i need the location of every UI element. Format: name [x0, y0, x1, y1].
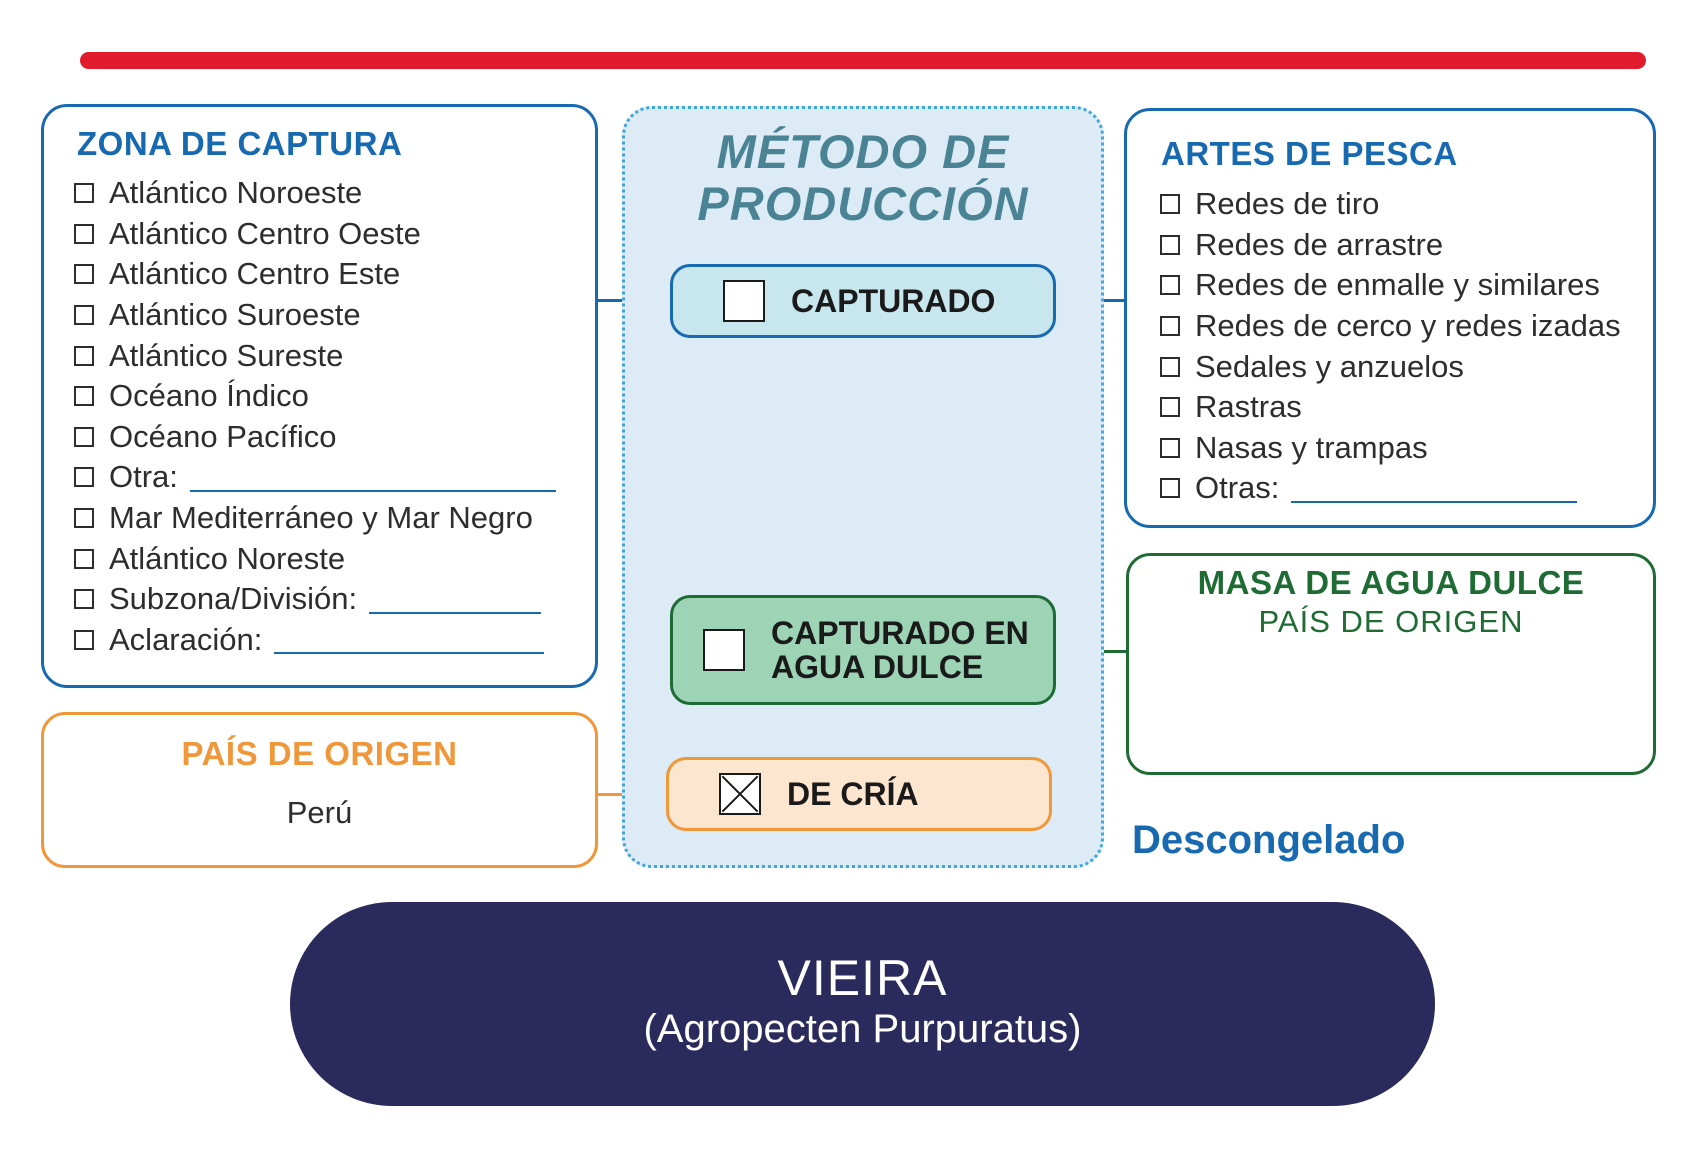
zona-item-label: Atlántico Centro Oeste: [109, 215, 421, 251]
checkbox[interactable]: [74, 386, 94, 407]
capturado-checkbox[interactable]: [723, 280, 765, 322]
species-name: VIEIRA: [777, 950, 948, 1006]
zona-item-label: Atlántico Noreste: [109, 540, 346, 576]
artes-de-pesca-box: ARTES DE PESCA Redes de tiro Redes de ar…: [1124, 108, 1656, 528]
masa-title: MASA DE AGUA DULCE: [1197, 564, 1585, 601]
zona-item-otra[interactable]: Otra:: [74, 457, 556, 498]
de-cria-checkbox-checked[interactable]: [719, 773, 761, 815]
checkbox[interactable]: [74, 183, 94, 204]
artes-item-label: Redes de tiro: [1195, 186, 1380, 222]
artes-item[interactable]: Sedales y anzuelos: [1160, 346, 1621, 387]
metodo-title-line2: PRODUCCIÓN: [697, 177, 1029, 230]
agua-dulce-checkbox[interactable]: [703, 629, 745, 671]
artes-item[interactable]: Redes de enmalle y similares: [1160, 265, 1621, 306]
metodo-title-line1: MÉTODO DE: [716, 125, 1010, 178]
checkbox[interactable]: [74, 305, 94, 326]
checkbox[interactable]: [74, 264, 94, 285]
option-de-cria[interactable]: DE CRÍA: [666, 757, 1052, 831]
subzona-input-line[interactable]: [369, 590, 542, 614]
zona-item-label: Atlántico Sureste: [109, 337, 344, 373]
artes-item-label: Otras:: [1195, 470, 1280, 506]
checkbox[interactable]: [74, 589, 94, 610]
agua-dulce-label-line1: CAPTURADO EN: [771, 615, 1029, 651]
zona-item-label: Océano Índico: [109, 378, 309, 414]
checkbox[interactable]: [1160, 234, 1180, 255]
zona-item[interactable]: Océano Índico: [74, 376, 556, 417]
artes-item-label: Redes de cerco y redes izadas: [1195, 308, 1621, 344]
de-cria-label: DE CRÍA: [787, 775, 919, 812]
zona-item-label: Atlántico Suroeste: [109, 297, 361, 333]
artes-item[interactable]: Redes de cerco y redes izadas: [1160, 306, 1621, 347]
agua-dulce-label: CAPTURADO EN AGUA DULCE: [771, 616, 1029, 684]
artes-item-otras[interactable]: Otras:: [1160, 468, 1621, 509]
zona-item-label: Otra:: [109, 459, 178, 495]
metodo-title: MÉTODO DE PRODUCCIÓN: [622, 126, 1104, 230]
zona-item-label: Aclaración:: [109, 621, 263, 657]
checkbox[interactable]: [1160, 275, 1180, 296]
checkbox[interactable]: [1160, 437, 1180, 458]
artes-item[interactable]: Nasas y trampas: [1160, 428, 1621, 469]
artes-item-label: Nasas y trampas: [1195, 429, 1428, 465]
zona-list: Atlántico Noroeste Atlántico Centro Oest…: [74, 173, 556, 660]
artes-item-label: Redes de arrastre: [1195, 226, 1444, 262]
zona-item-label: Subzona/División:: [109, 581, 358, 617]
masa-agua-dulce-box: MASA DE AGUA DULCE PAÍS DE ORIGEN: [1126, 553, 1656, 775]
checkbox[interactable]: [74, 467, 94, 488]
zona-item[interactable]: Mar Mediterráneo y Mar Negro: [74, 498, 556, 539]
pais-de-origen-box: PAÍS DE ORIGEN Perú: [41, 712, 598, 868]
zona-item[interactable]: Atlántico Suroeste: [74, 295, 556, 336]
capturado-label: CAPTURADO: [791, 282, 996, 319]
estado-label: Descongelado: [1132, 818, 1406, 862]
zona-item-label: Atlántico Centro Este: [109, 256, 401, 292]
checkbox[interactable]: [1160, 397, 1180, 418]
checkbox[interactable]: [1160, 316, 1180, 337]
checkbox[interactable]: [1160, 356, 1180, 377]
artes-item-label: Redes de enmalle y similares: [1195, 267, 1600, 303]
species-banner: VIEIRA (Agropecten Purpuratus): [290, 902, 1435, 1106]
option-capturado[interactable]: CAPTURADO: [670, 264, 1056, 338]
artes-list: Redes de tiro Redes de arrastre Redes de…: [1160, 184, 1621, 509]
zona-item[interactable]: Atlántico Centro Oeste: [74, 214, 556, 255]
checkbox[interactable]: [74, 345, 94, 366]
zona-item[interactable]: Atlántico Noroeste: [74, 173, 556, 214]
artes-item[interactable]: Redes de arrastre: [1160, 225, 1621, 266]
checkbox[interactable]: [74, 508, 94, 529]
zona-item-aclaracion[interactable]: Aclaración:: [74, 620, 556, 661]
checkbox[interactable]: [1160, 194, 1180, 215]
checkbox[interactable]: [74, 223, 94, 244]
zona-item-label: Mar Mediterráneo y Mar Negro: [109, 500, 533, 536]
zona-item-label: Océano Pacífico: [109, 418, 337, 454]
masa-subtitle: PAÍS DE ORIGEN: [1258, 604, 1524, 639]
pais-title: PAÍS DE ORIGEN: [181, 735, 458, 772]
zona-title: ZONA DE CAPTURA: [77, 125, 403, 162]
artes-title: ARTES DE PESCA: [1161, 135, 1458, 172]
checkbox[interactable]: [74, 629, 94, 650]
checkbox[interactable]: [1160, 478, 1180, 499]
artes-item[interactable]: Redes de tiro: [1160, 184, 1621, 225]
pais-value: Perú: [286, 795, 353, 830]
aclaracion-input-line[interactable]: [274, 630, 545, 655]
zona-de-captura-box: ZONA DE CAPTURA Atlántico Noroeste Atlán…: [41, 104, 598, 688]
otra-input-line[interactable]: [189, 468, 556, 492]
metodo-produccion-panel: [622, 106, 1104, 868]
zona-item[interactable]: Océano Pacífico: [74, 417, 556, 458]
zona-item[interactable]: Atlántico Sureste: [74, 335, 556, 376]
artes-item-label: Rastras: [1195, 389, 1302, 425]
zona-item-subzona[interactable]: Subzona/División:: [74, 579, 556, 620]
header-red-bar: [80, 52, 1646, 69]
checkbox[interactable]: [74, 426, 94, 447]
artes-item[interactable]: Rastras: [1160, 387, 1621, 428]
otras-input-line[interactable]: [1291, 479, 1578, 503]
species-scientific-name: (Agropecten Purpuratus): [643, 1007, 1082, 1051]
agua-dulce-label-line2: AGUA DULCE: [771, 649, 984, 685]
zona-item[interactable]: Atlántico Centro Este: [74, 254, 556, 295]
checkbox[interactable]: [74, 548, 94, 569]
zona-item[interactable]: Atlántico Noreste: [74, 538, 556, 579]
option-capturado-agua-dulce[interactable]: CAPTURADO EN AGUA DULCE: [670, 595, 1056, 705]
zona-item-label: Atlántico Noroeste: [109, 175, 363, 211]
artes-item-label: Sedales y anzuelos: [1195, 348, 1464, 384]
